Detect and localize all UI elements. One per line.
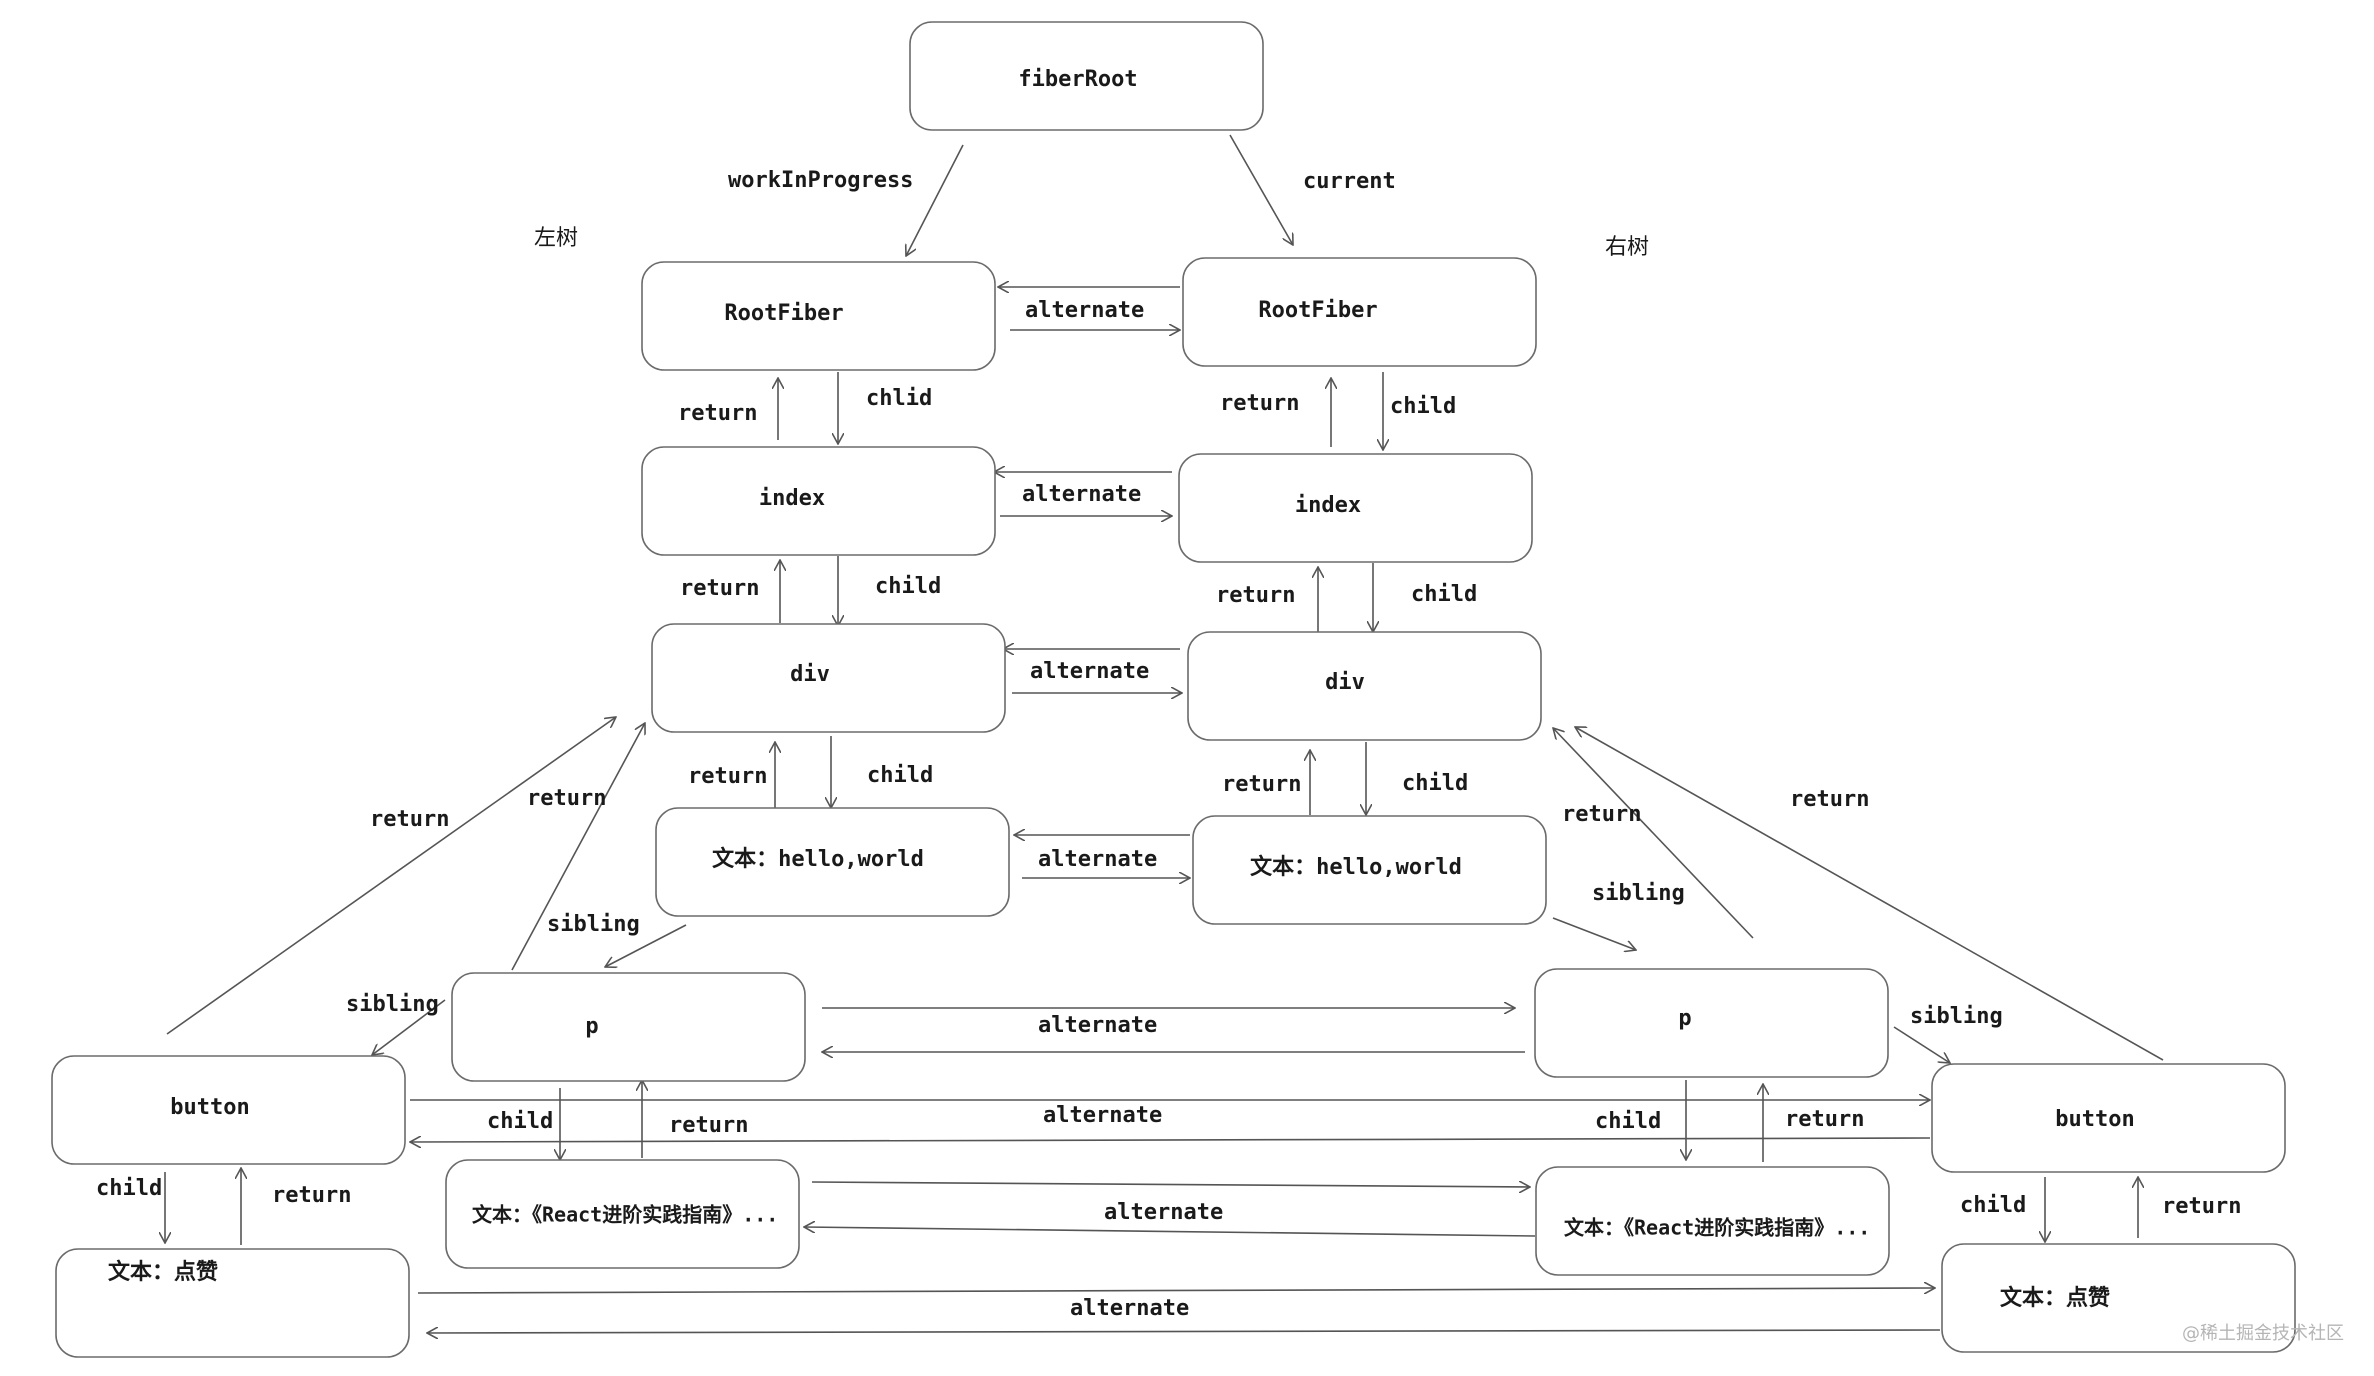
label-return-left-text-react: return	[669, 1113, 748, 1138]
edge-alternate-button-to-left	[410, 1138, 1931, 1142]
label-alternate-button: alternate	[1043, 1103, 1162, 1128]
label-return-right-div: return	[1222, 772, 1301, 797]
label-sibling-left-p: sibling	[346, 992, 439, 1017]
node-right-div: div	[1187, 631, 1542, 741]
node-right-p-label: p	[1678, 1006, 1691, 1031]
label-sibling-left-hello: sibling	[547, 912, 640, 937]
node-left-index-label: index	[759, 486, 825, 511]
label-child-left-p: child	[487, 1109, 553, 1134]
node-right-text-like: 文本：点赞	[1941, 1243, 2296, 1353]
edge-sibling-left-p-to-button	[372, 999, 446, 1055]
node-right-text-hello-label: 文本：hello,world	[1250, 854, 1462, 880]
node-left-text-like: 文本：点赞	[55, 1248, 410, 1358]
label-return-right-p: return	[1562, 802, 1641, 827]
edges	[165, 134, 2164, 1333]
nodes: fiberRoot RootFiber RootFiber index inde…	[51, 21, 2296, 1358]
node-right-index-label: index	[1295, 493, 1361, 518]
label-return-right-button: return	[1790, 787, 1869, 812]
node-right-text-like-label: 文本：点赞	[2000, 1285, 2110, 1311]
node-right-rootfiber: RootFiber	[1182, 257, 1537, 367]
edge-current	[1229, 134, 1293, 245]
label-sibling-right-p: sibling	[1910, 1004, 2003, 1029]
node-left-div: div	[651, 623, 1006, 733]
label-child-left-div: child	[867, 763, 933, 788]
node-right-text-react-label: 文本：《React进阶实践指南》...	[1564, 1216, 1870, 1240]
label-return-right-text-react: return	[1785, 1107, 1864, 1132]
label-alternate-div: alternate	[1030, 659, 1149, 684]
label-alternate-p: alternate	[1038, 1013, 1157, 1038]
node-left-text-like-label: 文本：点赞	[108, 1259, 218, 1285]
edge-alternate-like-to-left	[427, 1330, 1941, 1333]
edge-return-left-p-to-div	[511, 723, 645, 971]
watermark-text: @稀土掘金技术社区	[2182, 1323, 2344, 1344]
node-right-p: p	[1534, 968, 1889, 1078]
edge-return-left-button-to-div	[166, 717, 616, 1035]
label-return-right-rootfiber: return	[1220, 391, 1299, 416]
node-left-p: p	[451, 972, 806, 1082]
node-left-text-hello: 文本：hello,world	[655, 807, 1010, 917]
label-alternate-like: alternate	[1070, 1296, 1189, 1321]
node-fiber-root-label: fiberRoot	[1018, 67, 1137, 92]
label-child-right-rootfiber: child	[1390, 394, 1456, 419]
edge-return-right-button-to-div	[1575, 727, 2164, 1061]
label-return-right-index: return	[1216, 583, 1295, 608]
edge-sibling-right-hello-to-p	[1552, 917, 1636, 950]
left-tree-label: 左树	[534, 226, 578, 251]
node-left-rootfiber-label: RootFiber	[724, 301, 843, 326]
node-left-text-react: 文本：《React进阶实践指南》...	[445, 1159, 800, 1269]
label-child-right-p: child	[1595, 1109, 1661, 1134]
label-return-left-text-like: return	[272, 1183, 351, 1208]
label-alternate-index: alternate	[1022, 482, 1141, 507]
node-left-button: button	[51, 1055, 406, 1165]
edge-labels: workInProgress current alternate return …	[96, 168, 2241, 1321]
edge-alternate-like-to-right	[417, 1288, 1935, 1293]
label-child-right-button: child	[1960, 1193, 2026, 1218]
label-sibling-right-hello: sibling	[1592, 881, 1685, 906]
label-return-left-index: return	[680, 576, 759, 601]
node-right-rootfiber-label: RootFiber	[1258, 298, 1377, 323]
label-child-left-button: child	[96, 1176, 162, 1201]
edge-work-in-progress	[906, 144, 964, 256]
label-child-left-index: child	[875, 574, 941, 599]
label-child-right-div: child	[1402, 771, 1468, 796]
label-return-right-text-like: return	[2162, 1194, 2241, 1219]
node-left-text-react-label: 文本：《React进阶实践指南》...	[472, 1203, 778, 1227]
label-return-left-div: return	[688, 764, 767, 789]
label-return-left-p: return	[527, 786, 606, 811]
label-work-in-progress: workInProgress	[728, 168, 913, 193]
label-chlid-left-rootfiber: chlid	[866, 386, 932, 411]
node-right-text-react: 文本：《React进阶实践指南》...	[1535, 1166, 1890, 1276]
label-current: current	[1303, 169, 1396, 194]
label-alternate-rootfiber: alternate	[1025, 298, 1144, 323]
label-return-left-rootfiber: return	[678, 401, 757, 426]
node-left-button-label: button	[170, 1095, 249, 1120]
label-return-left-button: return	[370, 807, 449, 832]
edge-sibling-left-hello-to-p	[605, 924, 687, 967]
node-left-p-label: p	[585, 1014, 598, 1039]
node-right-div-label: div	[1325, 670, 1365, 695]
label-alternate-hello: alternate	[1038, 847, 1157, 872]
node-fiber-root: fiberRoot	[909, 21, 1264, 131]
edge-sibling-right-p-to-button	[1893, 1026, 1950, 1063]
label-child-right-index: child	[1411, 582, 1477, 607]
node-right-text-hello: 文本：hello,world	[1192, 815, 1547, 925]
node-left-index: index	[641, 446, 996, 556]
node-right-index: index	[1178, 453, 1533, 563]
right-tree-label: 右树	[1605, 235, 1649, 260]
label-alternate-react: alternate	[1104, 1200, 1223, 1225]
edge-alternate-react-to-right	[811, 1182, 1530, 1187]
node-right-button-label: button	[2055, 1107, 2134, 1132]
node-left-rootfiber: RootFiber	[641, 261, 996, 371]
node-left-div-label: div	[790, 662, 830, 687]
edge-return-right-p-to-div	[1553, 728, 1754, 939]
edge-alternate-react-to-left	[804, 1227, 1536, 1237]
node-right-button: button	[1931, 1063, 2286, 1173]
node-left-text-hello-label: 文本：hello,world	[712, 846, 924, 872]
